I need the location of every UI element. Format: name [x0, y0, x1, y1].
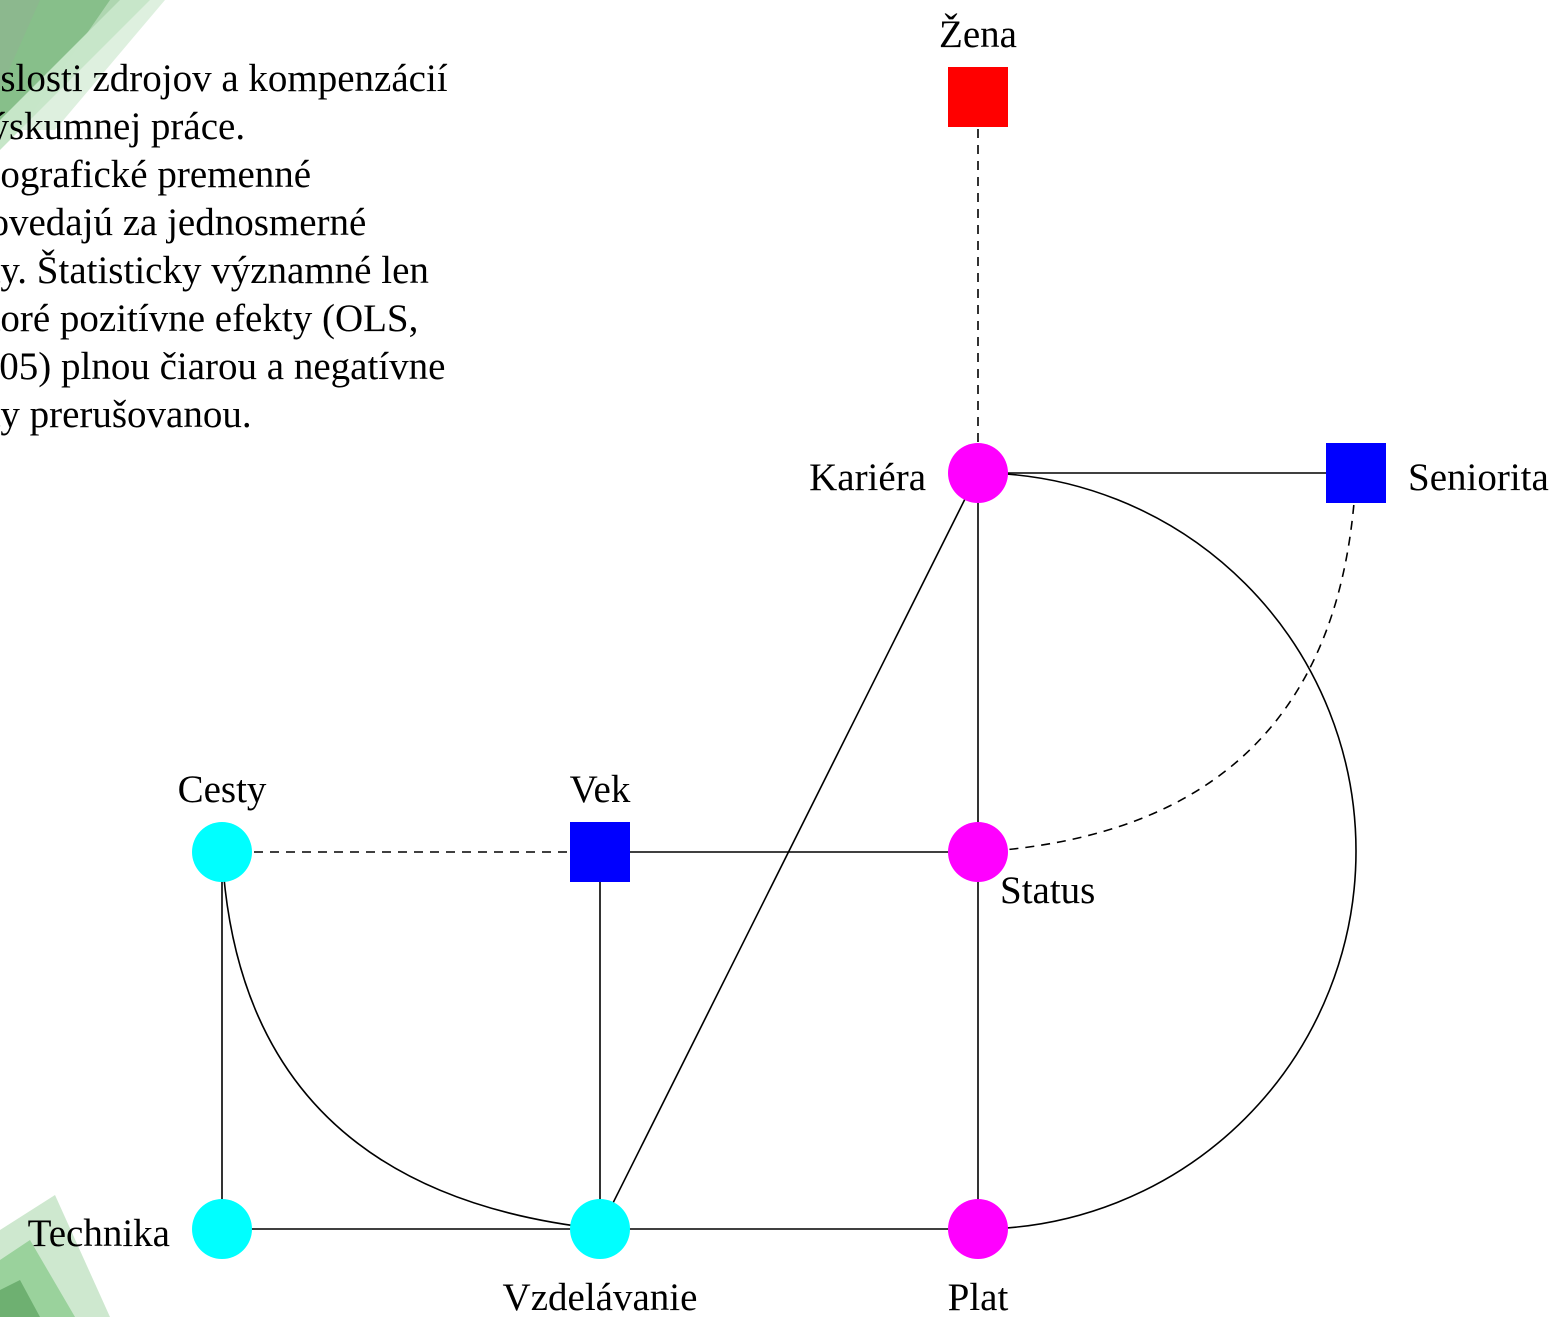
- node-seniorita-square: [1326, 443, 1386, 503]
- node-vzdelavanie-circle: [570, 1199, 630, 1259]
- node-label-status: Status: [1000, 869, 1095, 912]
- caption-line: mografické premenné: [0, 153, 312, 196]
- caption-text: vislosti zdrojov a kompenzácií výskumnej…: [0, 55, 650, 439]
- decor-bottom-left: [0, 1195, 110, 1317]
- caption-line: povedajú za jednosmerné: [0, 201, 367, 244]
- edges-layer: [221, 97, 1357, 1230]
- edge-kariera-plat-positive: [977, 472, 1357, 1230]
- node-label-cesty: Cesty: [178, 768, 267, 811]
- node-kariera-circle: [948, 443, 1008, 503]
- caption-line: kty. Štatisticky významné len: [0, 249, 429, 292]
- nodes-layer: [192, 67, 1386, 1259]
- caption-line: ktoré pozitívne efekty (OLS,: [0, 297, 419, 340]
- node-label-seniorita: Seniorita: [1408, 456, 1549, 499]
- edge-kariera-vzdelavanie-positive: [599, 472, 979, 1230]
- node-label-technika: Technika: [28, 1212, 170, 1255]
- node-label-vzdelavanie: Vzdelávanie: [503, 1276, 698, 1317]
- decor-top-left: [0, 0, 165, 150]
- caption-line: kty prerušovanou.: [0, 393, 252, 436]
- node-label-zena: Žena: [939, 12, 1017, 56]
- caption-line: výskumnej práce.: [0, 105, 246, 148]
- node-label-plat: Plat: [948, 1276, 1009, 1317]
- node-cesty-circle: [192, 822, 252, 882]
- node-vek-square: [570, 822, 630, 882]
- edge-seniorita-status-negative: [977, 472, 1357, 853]
- node-zena-square: [948, 67, 1008, 127]
- node-status-circle: [948, 822, 1008, 882]
- caption-line: 0.05) plnou čiarou a negatívne: [0, 345, 446, 388]
- node-label-kariera: Kariéra: [809, 456, 926, 499]
- node-label-vek: Vek: [570, 768, 631, 811]
- node-technika-circle: [192, 1199, 252, 1259]
- node-plat-circle: [948, 1199, 1008, 1259]
- caption-line: vislosti zdrojov a kompenzácií: [0, 57, 448, 100]
- edge-cesty-vzdelavanie-positive: [221, 851, 601, 1230]
